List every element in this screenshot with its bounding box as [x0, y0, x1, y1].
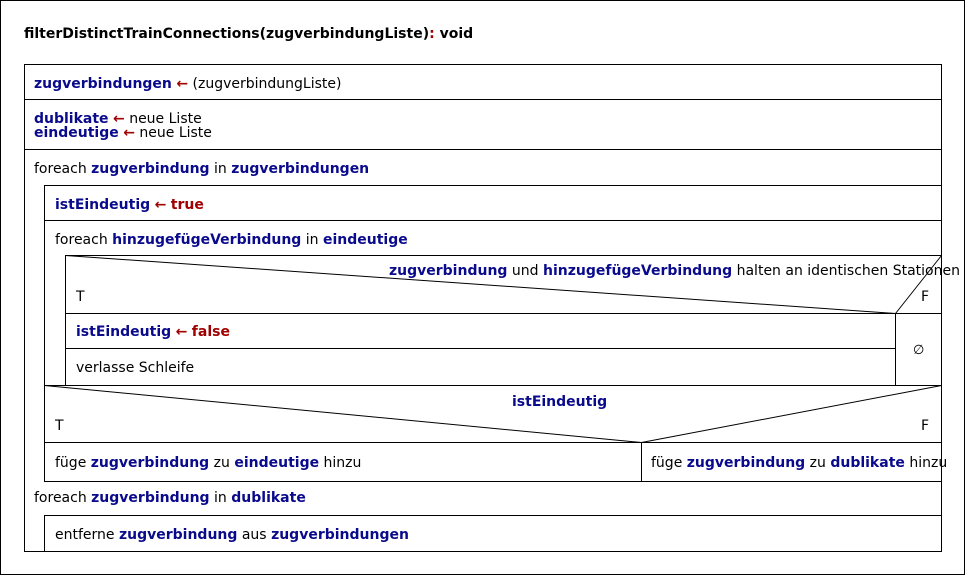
assign-isteindeutig-true: istEindeutig ← true: [44, 185, 942, 221]
condition1-text: zugverbindung und hinzugefügeVerbindung …: [389, 263, 960, 279]
loop-eindeutige: foreach hinzugefügeVerbindung in eindeut…: [55, 232, 408, 248]
loop-dublikate: foreach zugverbindung in dublikate: [34, 490, 306, 506]
condition1-diagonal-right: [895, 255, 942, 314]
condition2-true-label: T: [55, 418, 64, 434]
add-to-eindeutige: füge zugverbindung zu eindeutige hinzu: [44, 442, 642, 482]
function-signature: filterDistinctTrainConnections(zugverbin…: [24, 26, 474, 42]
condition2-diagonal-left: [44, 385, 642, 443]
condition1-true-label: T: [76, 289, 85, 305]
condition2-false-label: F: [921, 418, 930, 434]
condition1-false-label: F: [921, 289, 930, 305]
add-to-dublikate: füge zugverbindung zu dublikate hinzu: [641, 442, 947, 482]
condition2-text: istEindeutig: [512, 394, 608, 410]
condition2-diagonal-right: [641, 385, 942, 443]
assign-lists: dublikate ← neue Liste eindeutige ← neue…: [24, 99, 942, 150]
loop-zugverbindungen: foreach zugverbindung in zugverbindungen: [34, 161, 370, 177]
condition1-diagonal-left: [65, 255, 896, 314]
remove-statement: entferne zugverbindung aus zugverbindung…: [44, 515, 942, 552]
